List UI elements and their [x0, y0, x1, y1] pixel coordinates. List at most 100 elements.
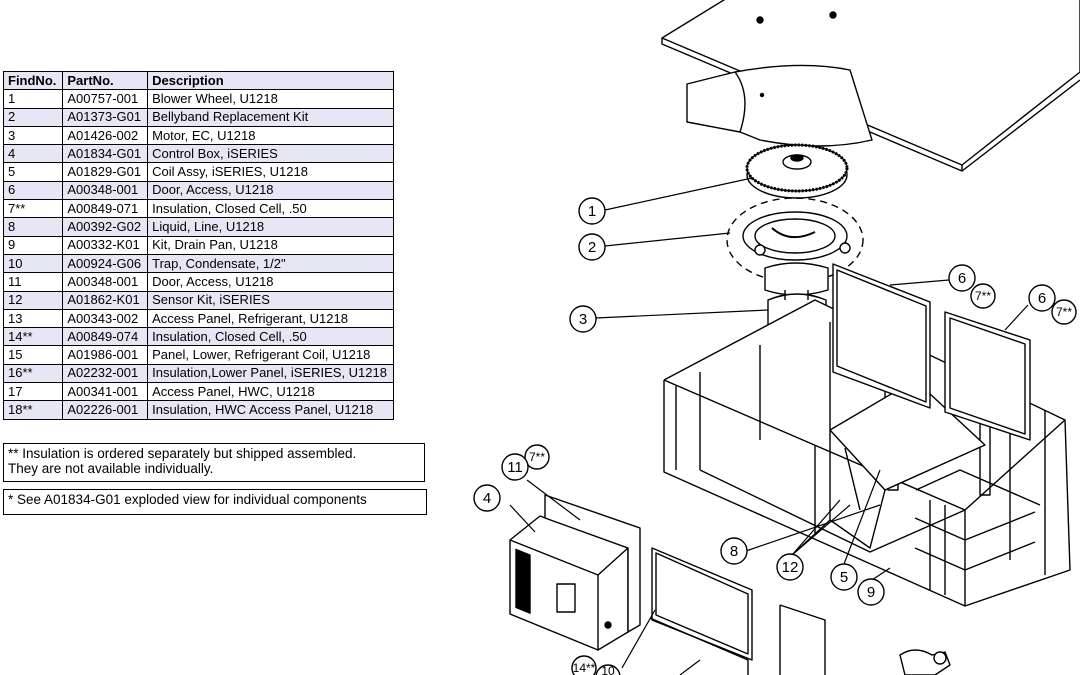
cell-partno: A02226-001	[62, 400, 149, 420]
cell-findno: 8	[2, 217, 64, 237]
svg-text:5: 5	[840, 569, 848, 586]
access-door-left	[832, 263, 931, 409]
cell-partno: A00343-002	[62, 308, 149, 329]
cell-findno: 1	[2, 89, 64, 109]
cell-description: Control Box, iSERIES	[147, 144, 394, 164]
callout-4: 4	[473, 484, 501, 512]
cell-partno: A02232-001	[62, 363, 149, 384]
svg-text:14**: 14**	[573, 661, 596, 675]
callout-7a: 7**	[970, 283, 996, 309]
callout-8: 8	[720, 537, 748, 565]
cell-description: Kit, Drain Pan, U1218	[147, 235, 394, 255]
callout-12: 12	[776, 553, 804, 581]
cell-description: Door, Access, U1218	[147, 272, 394, 292]
cell-partno: A01986-001	[62, 345, 149, 365]
callout-6b: 6	[1028, 284, 1056, 312]
cell-findno: 6	[2, 180, 64, 201]
svg-text:7**: 7**	[1056, 305, 1072, 319]
svg-text:11: 11	[507, 459, 523, 476]
svg-text:3: 3	[579, 311, 587, 328]
cell-description: Trap, Condensate, 1/2"	[147, 253, 394, 274]
svg-text:8: 8	[730, 543, 738, 560]
cell-findno: 3	[2, 125, 64, 146]
cell-description: Insulation,Lower Panel, iSERIES, U1218	[147, 363, 394, 384]
svg-text:6: 6	[1038, 290, 1046, 307]
cell-description: Access Panel, HWC, U1218	[147, 382, 394, 402]
svg-text:10: 10	[601, 664, 615, 675]
cell-description: Insulation, HWC Access Panel, U1218	[147, 400, 394, 420]
callout-14: 14**	[571, 655, 597, 675]
insulation-note-line2: They are not available individually.	[8, 461, 214, 476]
callout-10: 10	[595, 664, 621, 675]
cell-findno: 18**	[2, 400, 64, 420]
cell-findno: 4	[2, 144, 64, 164]
cell-description: Insulation, Closed Cell, .50	[147, 199, 394, 219]
cell-description: Blower Wheel, U1218	[147, 89, 394, 109]
cell-partno: A00348-001	[62, 180, 149, 201]
callout-3: 3	[569, 305, 597, 333]
callout-5: 5	[830, 563, 858, 591]
cell-findno: 5	[2, 162, 64, 182]
cell-findno: 12	[2, 290, 64, 310]
cell-findno: 9	[2, 235, 64, 255]
svg-text:7**: 7**	[529, 450, 545, 464]
cell-partno: A00332-K01	[62, 235, 149, 255]
cell-partno: A01862-K01	[62, 290, 149, 310]
cell-findno: 10	[2, 253, 64, 274]
exploded-view-note: * See A01834-G01 exploded view for indiv…	[3, 489, 427, 515]
cell-partno: A00924-G06	[62, 253, 149, 274]
cell-description: Insulation, Closed Cell, .50	[147, 327, 394, 347]
callout-6a: 6	[948, 264, 976, 292]
table-header-row: FindNo. PartNo. Description	[2, 70, 394, 91]
cell-partno: A01834-G01	[62, 144, 149, 164]
cell-description: Coil Assy, iSERIES, U1218	[147, 162, 394, 182]
cell-description: Access Panel, Refrigerant, U1218	[147, 308, 394, 329]
cell-partno: A01373-G01	[62, 107, 149, 127]
control-box	[509, 515, 629, 651]
cell-partno: A00849-071	[62, 199, 149, 219]
cell-findno: 14**	[2, 327, 64, 347]
cell-partno: A00849-074	[62, 327, 149, 347]
condensate-trap	[899, 649, 951, 675]
cell-description: Door, Access, U1218	[147, 180, 394, 201]
cell-description: Bellyband Replacement Kit	[147, 107, 394, 127]
callout-7c: 7**	[524, 444, 550, 470]
cell-partno: A01426-002	[62, 125, 149, 146]
cell-findno: 15	[2, 345, 64, 365]
cell-findno: 16**	[2, 363, 64, 384]
cell-findno: 13	[2, 308, 64, 329]
cell-findno: 2	[2, 107, 64, 127]
cell-findno: 11	[2, 272, 64, 292]
callouts: 1 2 3 6 7** 6 7** 7** 11 4 8 12 5 9 14**…	[473, 197, 1077, 675]
access-door-right	[944, 311, 1031, 441]
insulation-note: ** Insulation is ordered separately but …	[3, 443, 425, 482]
svg-text:12: 12	[782, 559, 799, 576]
lower-panel	[649, 547, 826, 675]
cell-description: Sensor Kit, iSERIES	[147, 290, 394, 310]
cell-description: Motor, EC, U1218	[147, 125, 394, 146]
access-panel-11	[544, 494, 641, 633]
svg-text:9: 9	[867, 584, 875, 601]
cell-description: Panel, Lower, Refrigerant Coil, U1218	[147, 345, 394, 365]
cell-findno: 7**	[2, 199, 64, 219]
insulation-note-line1: ** Insulation is ordered separately but …	[8, 446, 357, 461]
callout-9: 9	[857, 578, 885, 606]
col-header-partno: PartNo.	[62, 70, 149, 91]
